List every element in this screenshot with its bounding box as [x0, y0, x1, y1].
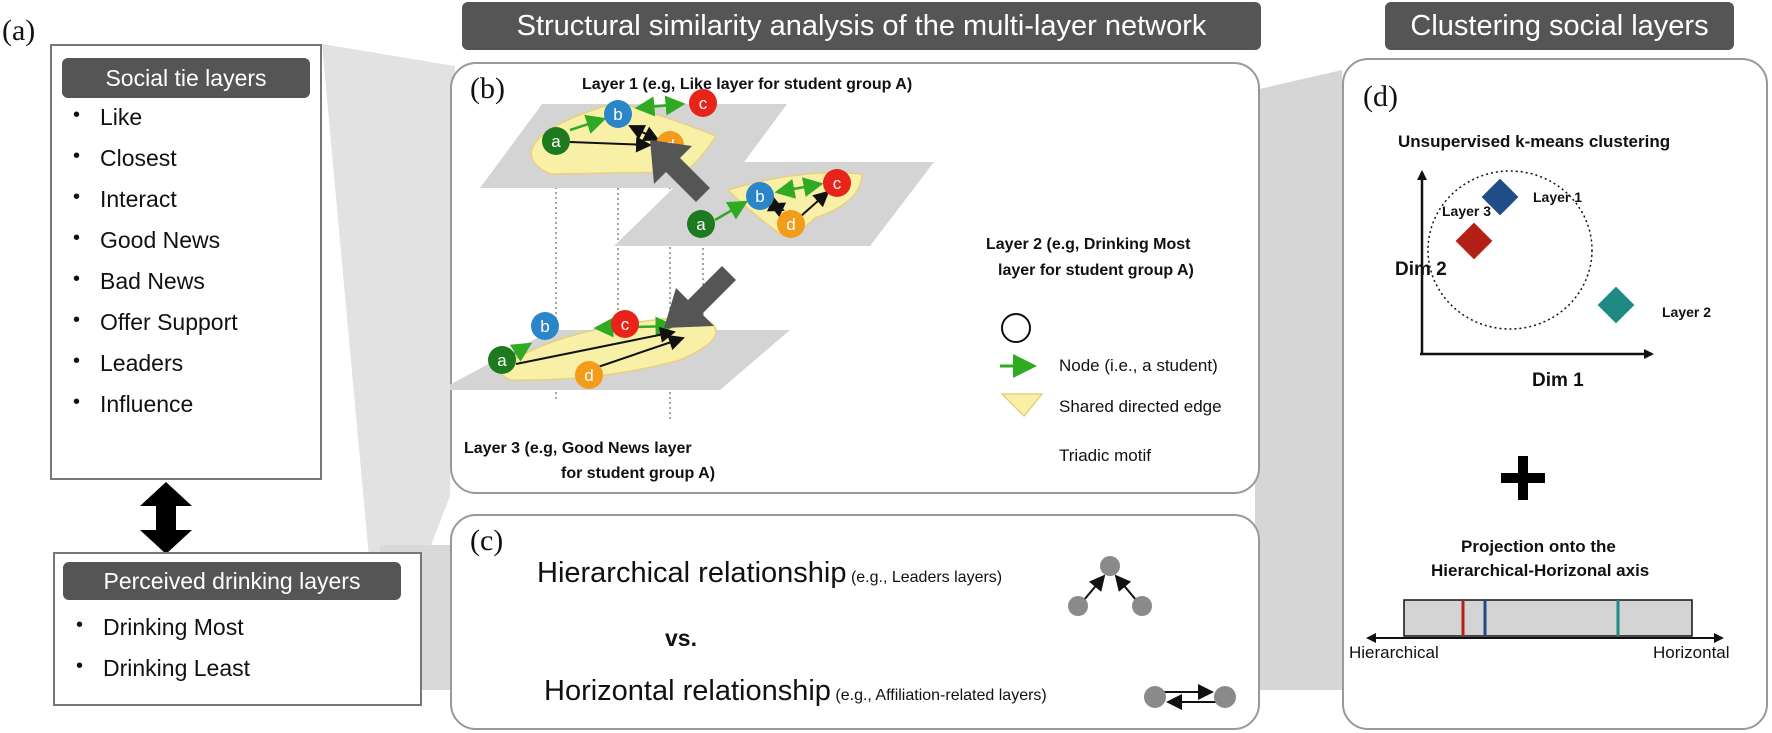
node-b: b — [613, 105, 622, 124]
social-layer-item: Bad News — [60, 268, 238, 309]
multilayer-network-diagram: a b c d a b c d a b c d — [450, 89, 1044, 420]
node-c: c — [833, 174, 842, 193]
layer-1-label: Layer 1 — [1533, 189, 1583, 205]
flow-arrows — [650, 140, 736, 328]
panel-c-box — [450, 514, 1260, 730]
legend — [1000, 313, 1044, 418]
cluster-ellipse — [1427, 170, 1593, 330]
node-d: d — [584, 366, 593, 385]
layer-2-marker — [1597, 286, 1635, 324]
layer-3-label: Layer 3 — [1442, 203, 1492, 219]
double-arrow-icon — [140, 482, 192, 554]
node-c: c — [699, 94, 708, 113]
horizontal-row: Horizontal relationship (e.g., Affiliati… — [544, 675, 1047, 708]
vs-label: vs. — [665, 625, 697, 651]
node-d: d — [786, 215, 795, 234]
panel-label-b: (b) — [470, 72, 505, 105]
hierarchical-row: Hierarchical relationship (e.g., Leaders… — [537, 557, 1002, 590]
legend-motif-label: Triadic motif — [1059, 446, 1151, 465]
projection-title-line1: Projection onto the — [1461, 537, 1616, 556]
social-tie-layers-title: Social tie layers — [62, 58, 310, 98]
social-layer-item: Closest — [60, 145, 238, 186]
flow-arrow-down-icon — [664, 266, 736, 328]
node-b: b — [540, 317, 549, 336]
flow-arrow-up-icon — [650, 140, 710, 202]
layer-3-caption-line1: Layer 3 (e.g, Good News layer — [464, 440, 692, 457]
projection-title-line2: Hierarchical-Horizonal axis — [1431, 561, 1650, 580]
perceived-drinking-list: Drinking MostDrinking Least — [63, 614, 250, 696]
layer-2-label: Layer 2 — [1662, 304, 1712, 320]
node-a: a — [497, 351, 507, 370]
layer-2: a b c d — [614, 162, 934, 246]
kmeans-title: Unsupervised k-means clustering — [1398, 132, 1671, 151]
layer-3-caption-line2: for student group A) — [561, 465, 716, 482]
layer-2-caption-line2: layer for student group A) — [998, 262, 1194, 279]
legend-node-icon — [1001, 313, 1031, 343]
node-c: c — [621, 315, 630, 334]
node-a: a — [696, 215, 706, 234]
y-axis-label: Dim 2 — [1395, 259, 1447, 280]
social-layer-item: Like — [60, 104, 238, 145]
horizontal-label: Horizontal relationship — [544, 675, 831, 707]
panel-label-c: (c) — [470, 524, 504, 557]
header-clustering: Clustering social layers — [1385, 2, 1734, 50]
social-layer-item: Interact — [60, 186, 238, 227]
social-tie-list: LikeClosestInteractGood NewsBad NewsOffe… — [60, 104, 238, 432]
social-layer-item: Influence — [60, 391, 238, 432]
kmeans-plot — [1366, 170, 1724, 643]
social-layer-item: Leaders — [60, 350, 238, 391]
legend-motif-icon — [1000, 393, 1044, 418]
drinking-layer-item: Drinking Most — [63, 614, 250, 655]
social-layer-item: Good News — [60, 227, 238, 268]
horizontal-motif-icon — [1144, 684, 1236, 710]
axis-right-label: Horizontal — [1653, 643, 1730, 662]
axis-left-label: Hierarchical — [1349, 643, 1439, 662]
layer-3-marker — [1455, 222, 1493, 260]
wedge-b-to-d — [1255, 70, 1342, 690]
layer-1-caption: Layer 1 (e.g, Like layer for student gro… — [582, 76, 913, 93]
node-b: b — [755, 187, 764, 206]
layer-2-caption-line1: Layer 2 (e.g, Drinking Most — [986, 236, 1191, 253]
node-a: a — [551, 132, 561, 151]
panel-label-d: (d) — [1363, 80, 1398, 113]
legend-node-label: Node (i.e., a student) — [1059, 356, 1218, 375]
layer-3: a b c d — [450, 310, 790, 390]
hierarchical-label: Hierarchical relationship — [537, 557, 847, 589]
hierarchical-example: (e.g., Leaders layers) — [850, 569, 1003, 586]
header-structural-similarity: Structural similarity analysis of the mu… — [462, 2, 1261, 50]
layer-1-marker — [1481, 178, 1519, 216]
social-tie-layers-box: Social tie layers LikeClosestInteractGoo… — [50, 44, 322, 480]
perceived-drinking-layers-box: Perceived drinking layers Drinking MostD… — [53, 552, 422, 706]
x-axis-label: Dim 1 — [1532, 370, 1584, 391]
panel-label-a: (a) — [2, 14, 36, 47]
perceived-drinking-layers-title: Perceived drinking layers — [63, 562, 401, 600]
hierarchical-motif-icon — [1068, 556, 1152, 616]
legend-edge-label: Shared directed edge — [1059, 397, 1222, 416]
social-layer-item: Offer Support — [60, 309, 238, 350]
horizontal-example: (e.g., Affiliation-related layers) — [835, 687, 1047, 704]
drinking-layer-item: Drinking Least — [63, 655, 250, 696]
wedge-a-to-b — [322, 44, 455, 678]
projection-bar — [1403, 599, 1693, 637]
